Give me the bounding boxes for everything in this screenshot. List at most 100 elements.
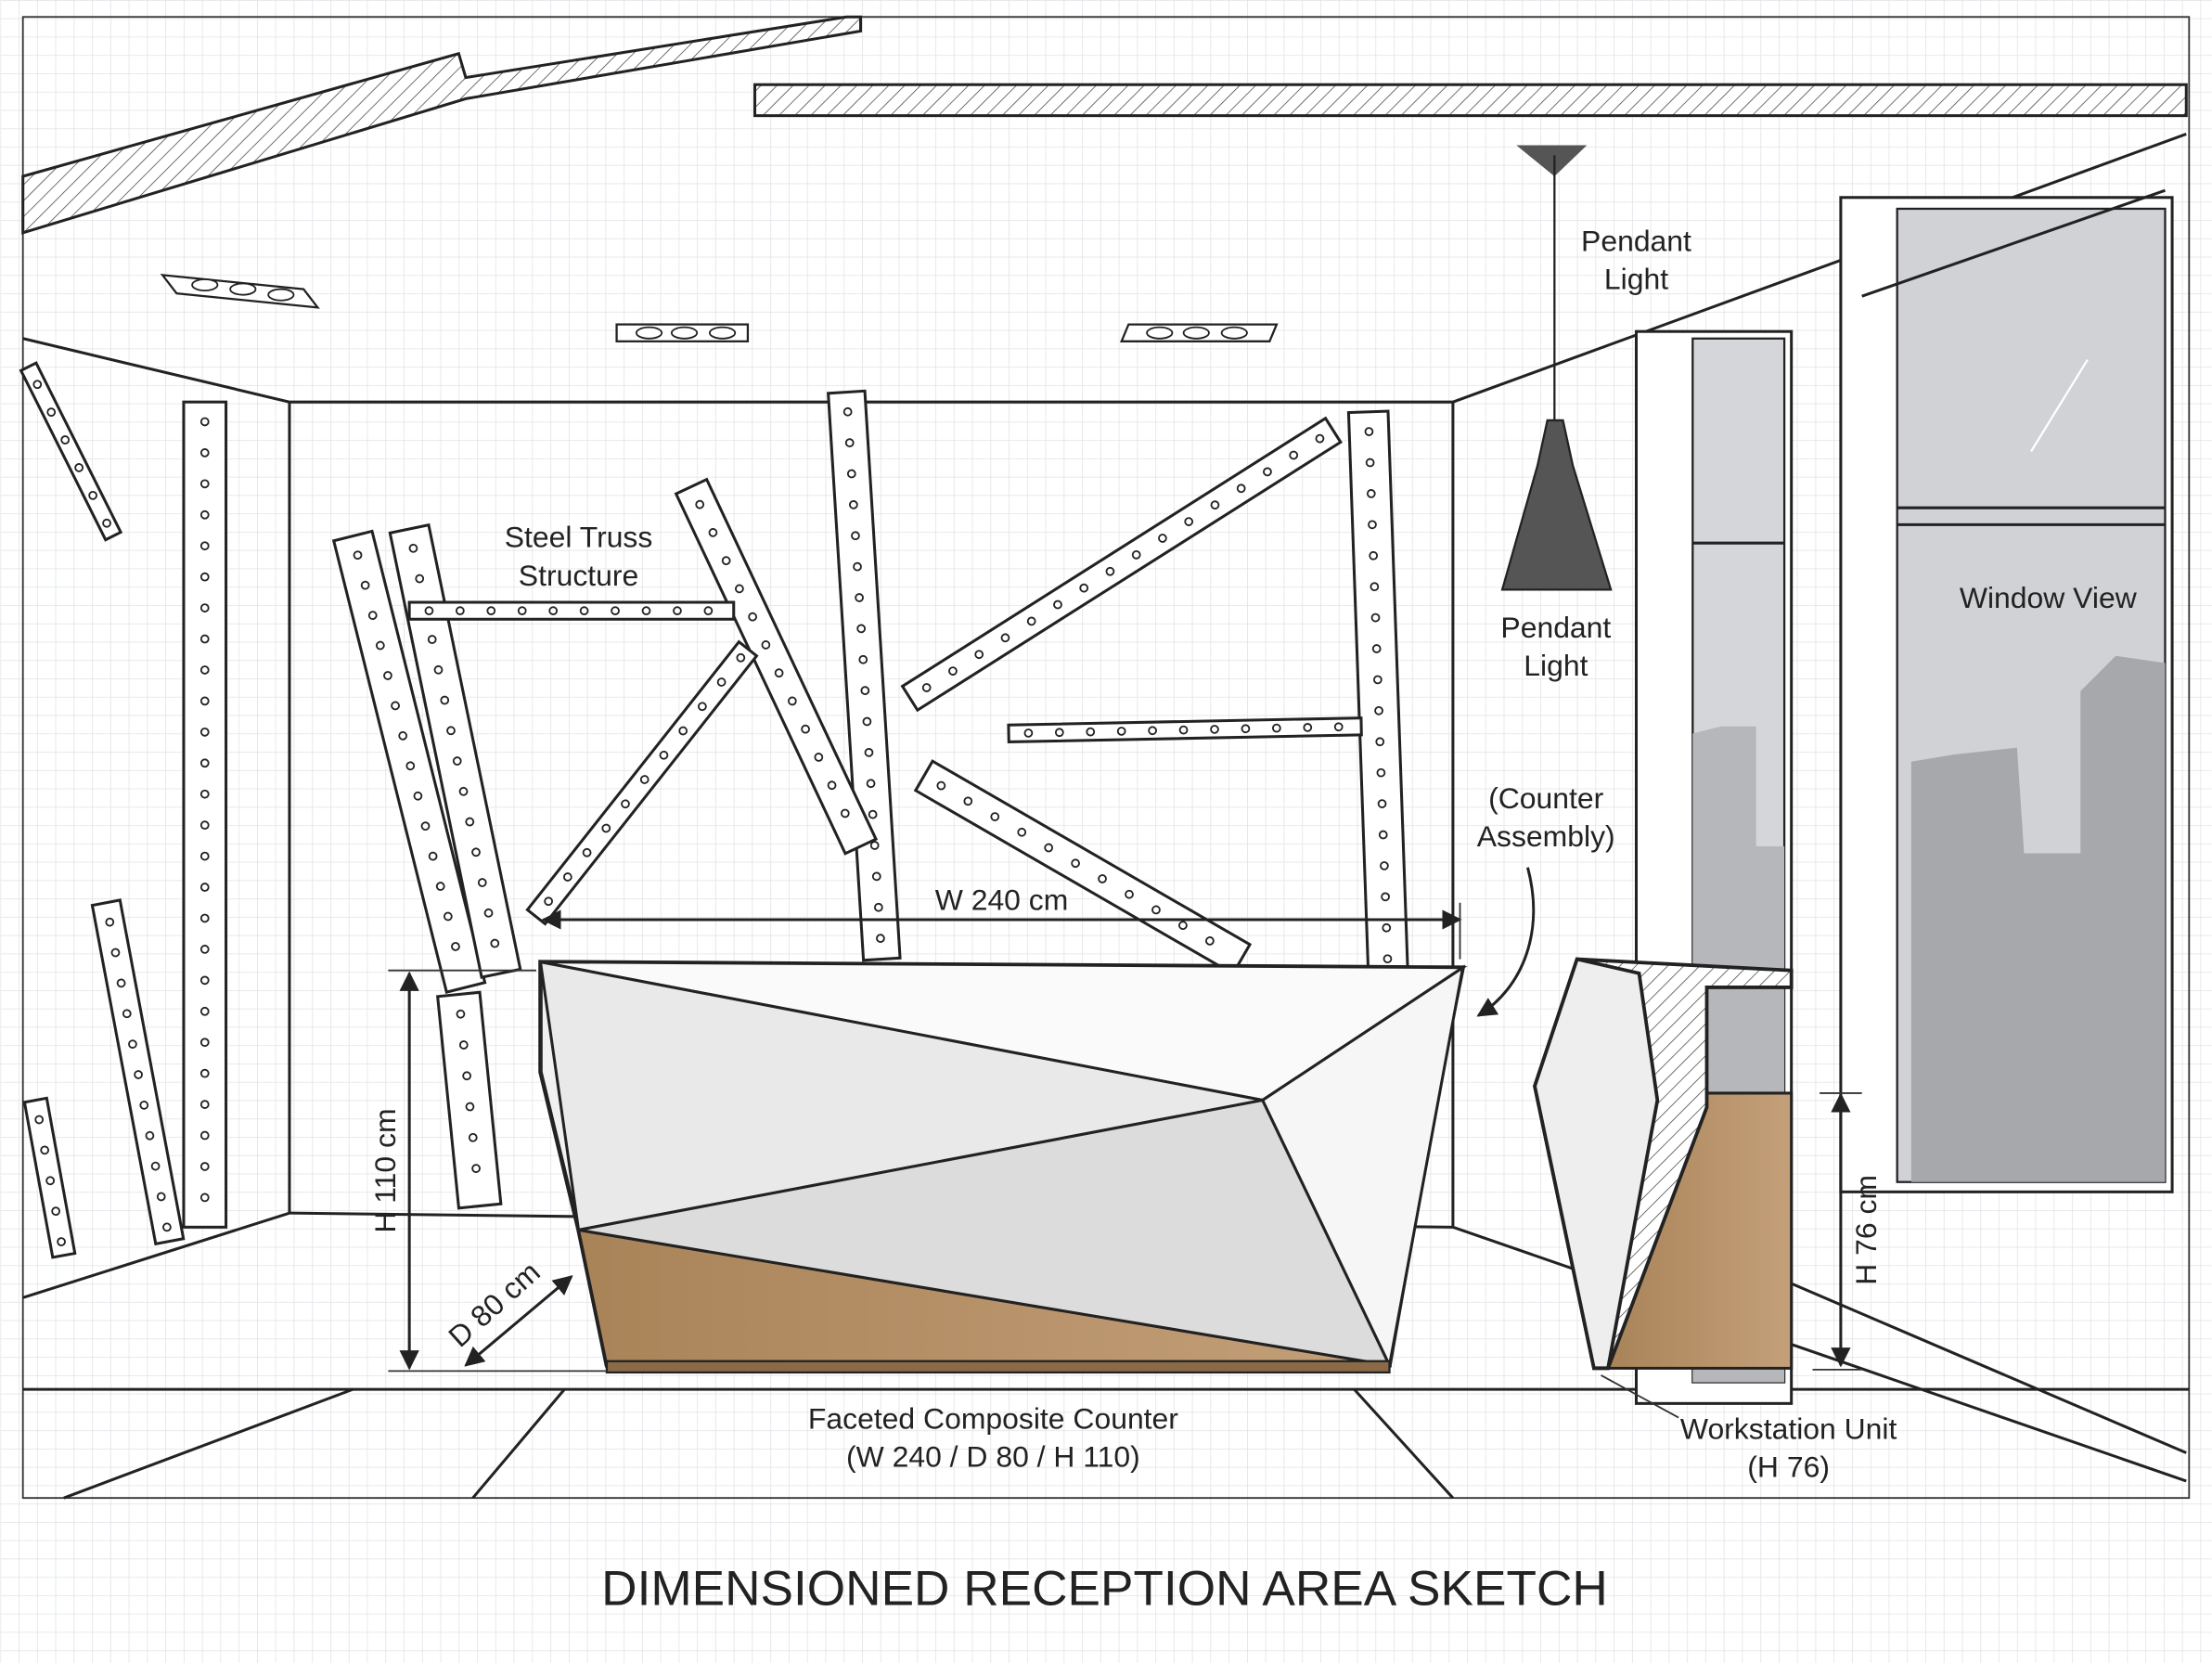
- rivet-hole: [678, 726, 688, 736]
- rivet-hole: [774, 668, 784, 678]
- rivet-hole: [199, 509, 210, 520]
- rivet-hole: [1365, 458, 1375, 468]
- rivet-hole: [611, 606, 620, 615]
- rivet-hole: [199, 603, 210, 612]
- rivet-hole: [456, 606, 465, 615]
- rivet-hole: [1054, 728, 1064, 738]
- rivet-hole: [199, 1038, 210, 1048]
- rivet-hole: [673, 606, 682, 615]
- rivet-hole: [641, 606, 651, 615]
- rivet-hole: [1333, 722, 1344, 732]
- rivet-hole: [871, 871, 881, 882]
- rivet-hole: [659, 750, 669, 760]
- truss-beam: [182, 400, 228, 1229]
- window-right: [1839, 188, 2174, 1193]
- rivet-hole: [1071, 858, 1080, 869]
- rivet-hole: [1125, 889, 1134, 899]
- rivet-hole: [1368, 520, 1377, 530]
- rivet-hole: [440, 695, 450, 705]
- rivet-hole: [1263, 467, 1272, 477]
- rivet-hole: [548, 606, 559, 615]
- rivet-hole: [1000, 633, 1010, 643]
- rivet-hole: [544, 896, 553, 907]
- rivet-hole: [452, 756, 462, 766]
- rivet-hole: [858, 654, 868, 664]
- rivet-hole: [468, 1132, 478, 1142]
- rivet-hole: [199, 1100, 210, 1109]
- pendant-light: [1500, 145, 1613, 591]
- rivet-hole: [849, 500, 858, 509]
- rivet-hole: [199, 727, 210, 737]
- truss-beam: [525, 639, 759, 926]
- width-dimension-label: W 240 cm: [935, 883, 1069, 916]
- rivet-hole: [1366, 489, 1376, 498]
- rivet-hole: [199, 448, 210, 458]
- rivet-hole: [703, 606, 714, 615]
- rivet-hole: [582, 847, 592, 857]
- rivet-hole: [199, 1162, 210, 1171]
- rivet-hole: [869, 841, 880, 850]
- rivet-hole: [1378, 830, 1388, 840]
- rivet-hole: [936, 780, 946, 791]
- rivet-hole: [735, 584, 744, 594]
- workstation-unit: [1533, 957, 1794, 1371]
- rivet-hole: [1382, 922, 1392, 933]
- rivet-hole: [367, 611, 378, 620]
- rivet-hole: [876, 934, 885, 944]
- rivet-hole: [1098, 874, 1107, 883]
- rivet-hole: [471, 847, 481, 857]
- rivet-hole: [1105, 566, 1115, 576]
- rivet-hole: [199, 1068, 210, 1078]
- rivet-hole: [827, 780, 837, 791]
- rivet-hole: [1377, 799, 1387, 808]
- rivet-hole: [420, 821, 431, 832]
- rivet-hole: [860, 686, 870, 696]
- rivet-hole: [383, 671, 392, 680]
- rivet-hole: [1148, 726, 1157, 736]
- truss-beam: [436, 990, 503, 1210]
- dimension-lines: [388, 867, 1862, 1419]
- workstation-height-label: H 76 cm: [1849, 1175, 1883, 1285]
- rivet-hole: [116, 978, 126, 988]
- rivet-hole: [477, 878, 487, 887]
- rivet-hole: [424, 606, 434, 615]
- rivet-hole: [428, 851, 438, 861]
- truss-beam: [331, 529, 487, 994]
- faceted-counter: [538, 960, 1468, 1374]
- rivet-hole: [846, 469, 856, 479]
- rivet-hole: [1241, 724, 1251, 734]
- rivet-hole: [462, 1071, 471, 1081]
- rivet-hole: [375, 640, 385, 651]
- rivet-hole: [1023, 728, 1034, 738]
- rivet-hole: [199, 1130, 210, 1141]
- page-title: DIMENSIONED RECEPTION AREA SKETCH: [601, 1562, 1608, 1617]
- rivet-hole: [601, 823, 611, 833]
- rivet-hole: [199, 975, 210, 986]
- drawing-frame: [21, 16, 2191, 1500]
- rivet-hole: [1086, 727, 1096, 737]
- rivet-hole: [721, 556, 731, 566]
- rivet-hole: [748, 612, 758, 622]
- rivet-hole: [199, 696, 210, 706]
- rivet-hole: [57, 1237, 66, 1246]
- rivet-hole: [1374, 705, 1383, 715]
- rivet-hole: [433, 664, 444, 675]
- rivet-hole: [199, 851, 210, 861]
- rivet-hole: [405, 761, 416, 771]
- rivet-hole: [801, 724, 810, 734]
- rivet-hole: [45, 1176, 56, 1186]
- rivet-hole: [34, 1115, 45, 1125]
- rivet-hole: [853, 561, 862, 572]
- rivet-hole: [435, 882, 445, 891]
- rivet-hole: [1184, 517, 1194, 526]
- rivet-hole: [1370, 582, 1380, 592]
- rivet-hole: [844, 438, 855, 448]
- rivet-hole: [199, 758, 210, 768]
- rivet-hole: [963, 796, 973, 806]
- rivet-hole: [1131, 549, 1141, 560]
- truss-beam: [90, 898, 186, 1246]
